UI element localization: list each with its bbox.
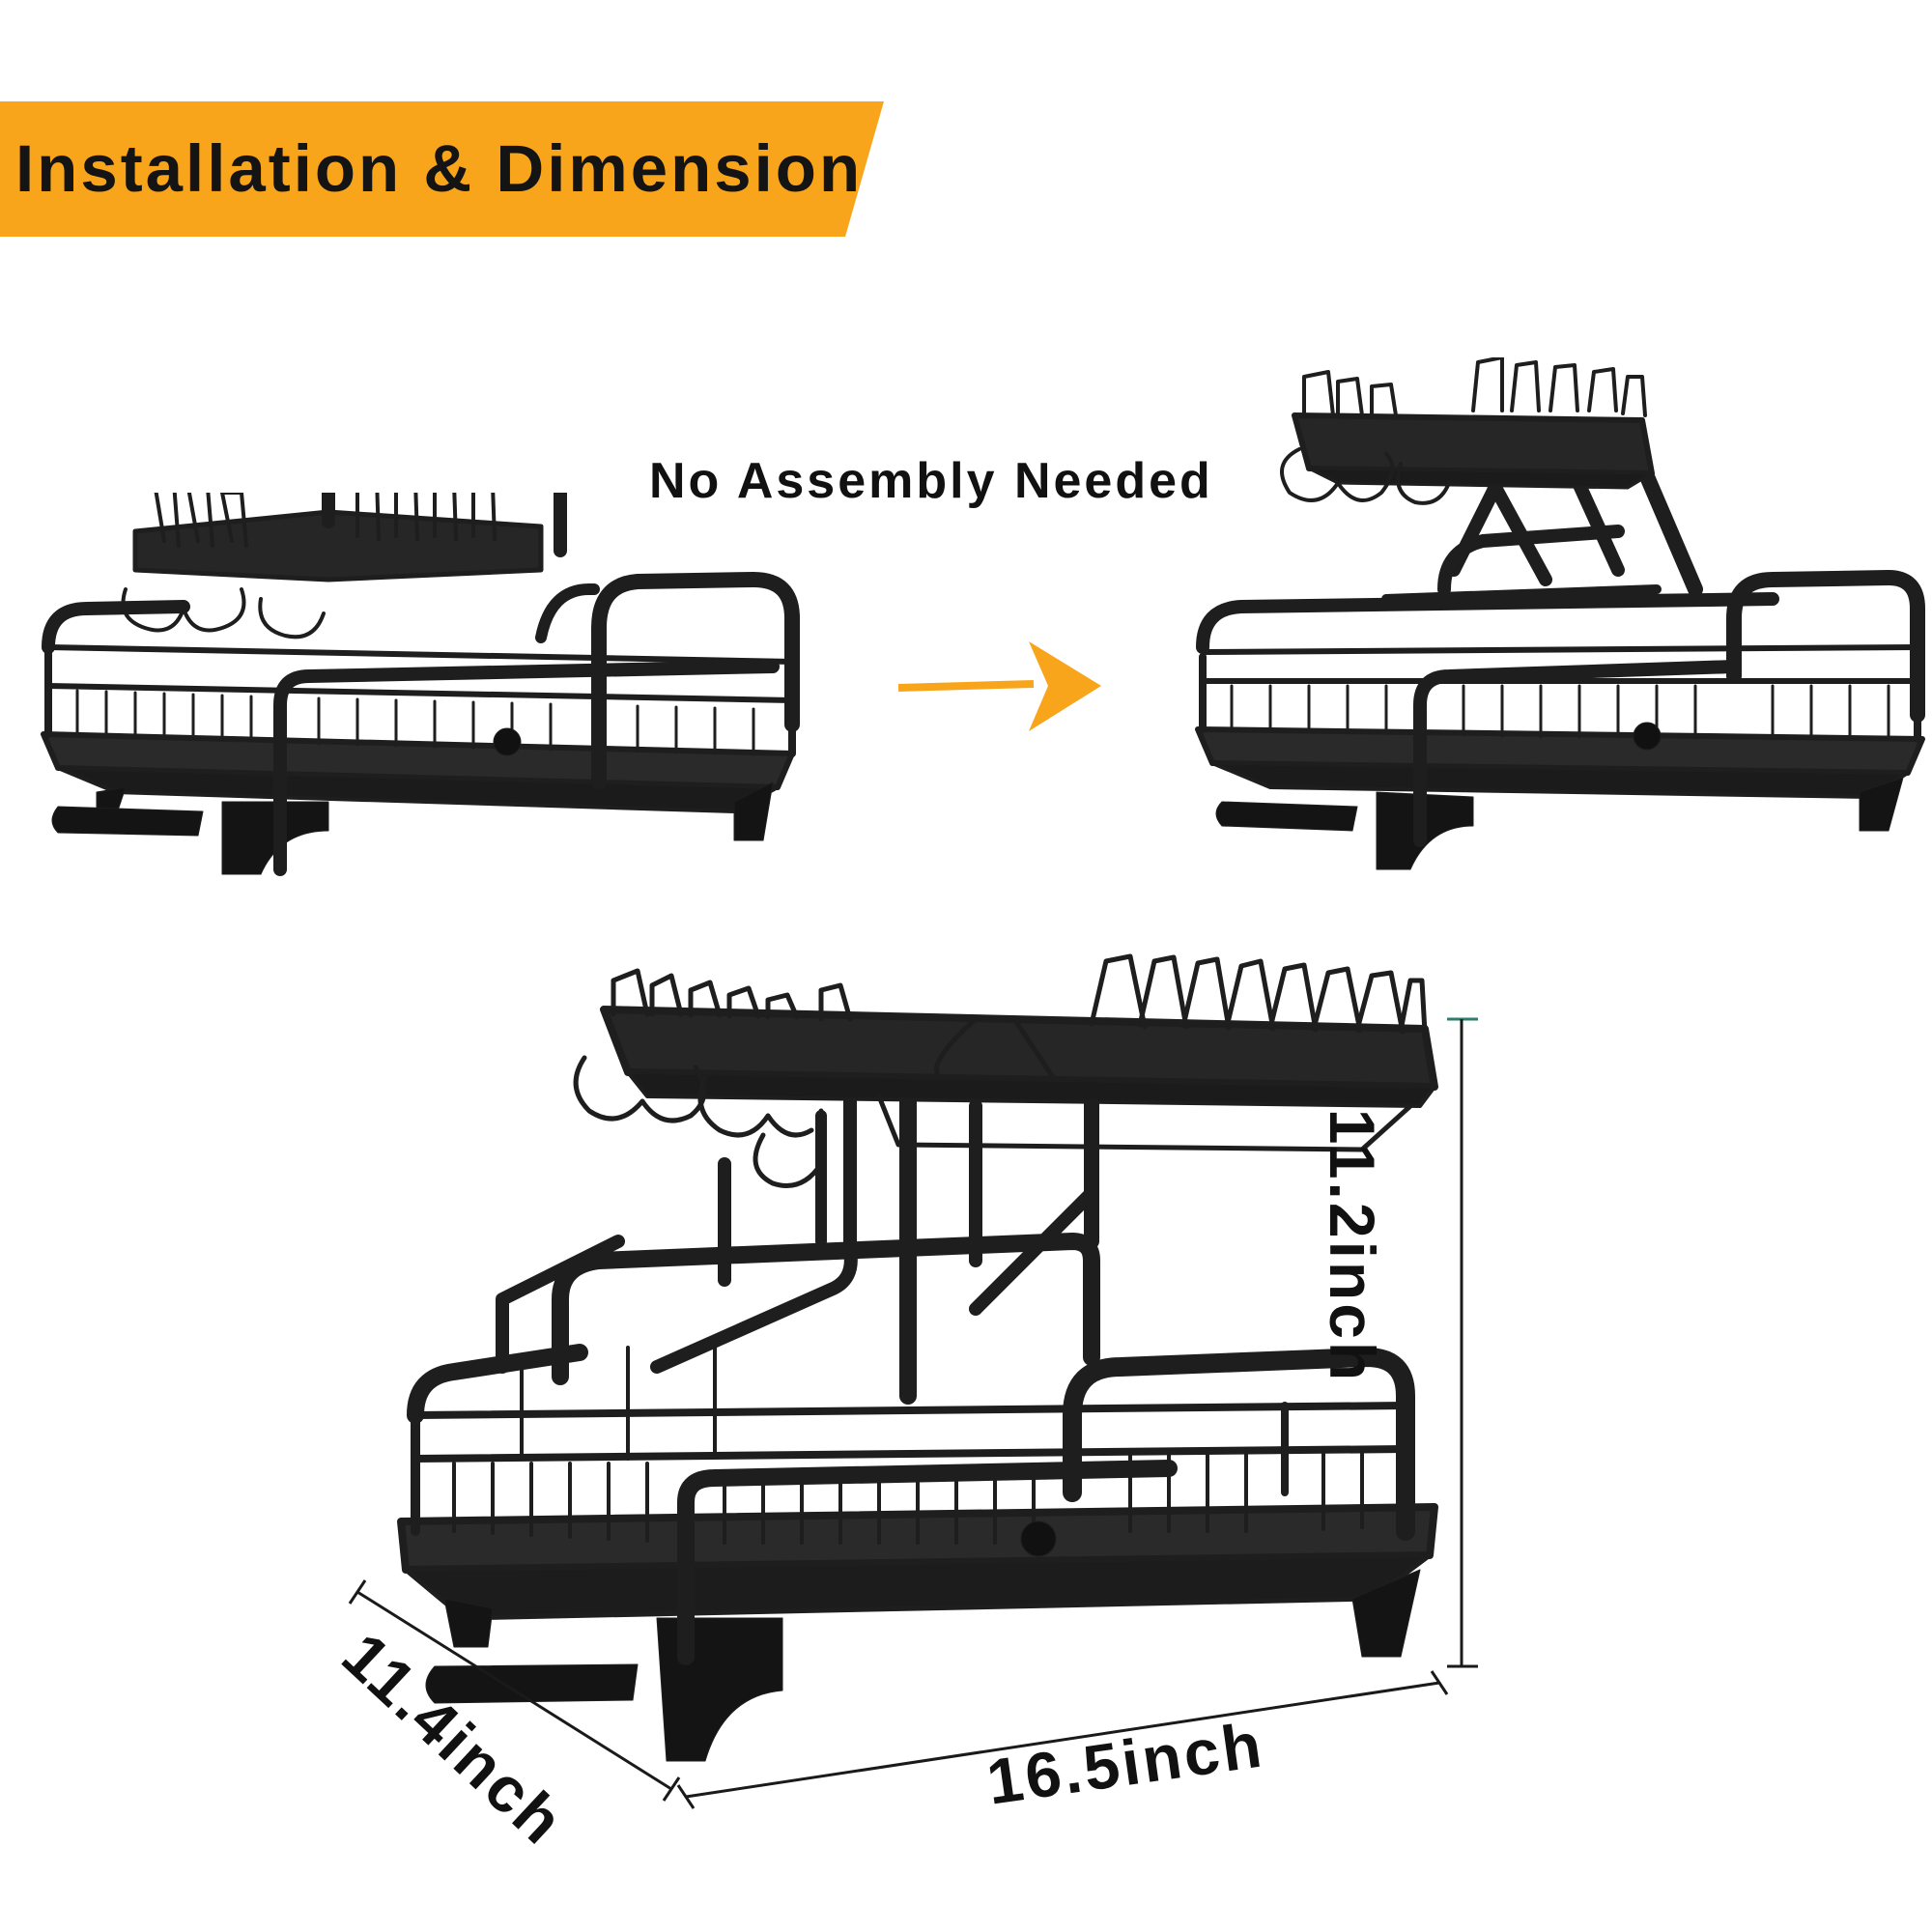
subtitle-no-assembly: No Assembly Needed — [649, 453, 1213, 509]
height-dimension-label: 11.2inch — [1317, 1108, 1388, 1384]
header-banner: Installation & Dimension — [0, 101, 884, 237]
folded-rack-image — [41, 493, 800, 876]
page-title: Installation & Dimension — [15, 131, 864, 206]
expanded-rack-image — [1195, 357, 1925, 870]
dimension-rack-image — [396, 952, 1438, 1762]
right-arrow-icon — [898, 641, 1101, 731]
banner-shape — [0, 101, 884, 237]
